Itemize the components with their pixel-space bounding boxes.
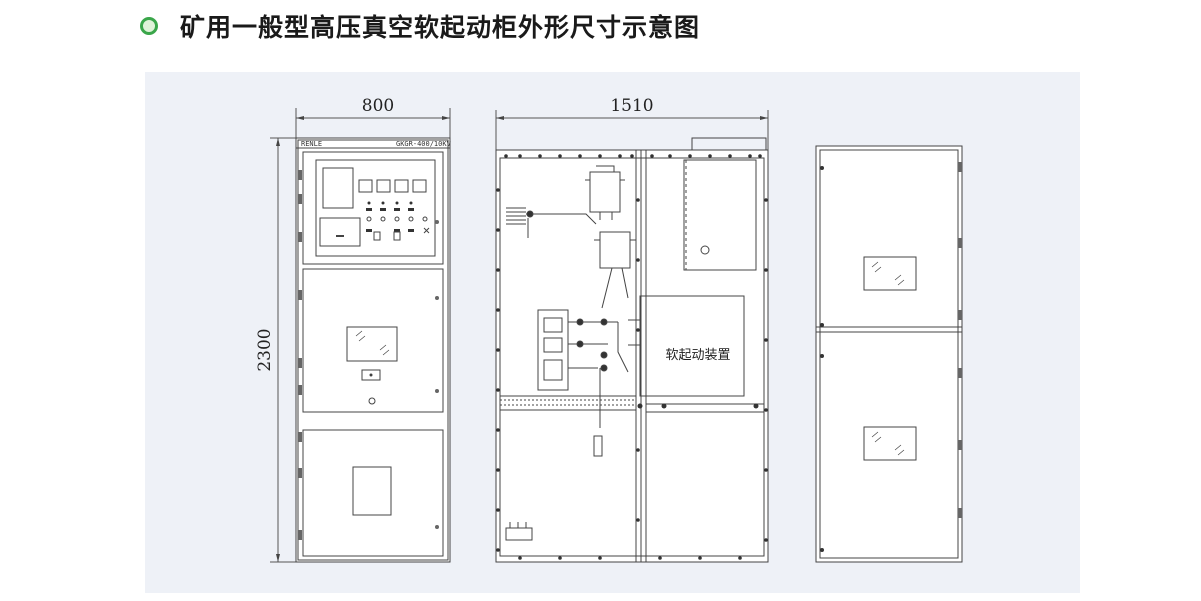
nameplate-model: GKGR-400/10KV <box>396 140 452 148</box>
bullet-icon <box>140 17 158 35</box>
front-width-label: 800 <box>362 96 394 116</box>
side-view: 1510 软起动装置 <box>495 96 769 563</box>
front-view: 800 2300 RENLE GKGR-400/10KV <box>255 96 452 563</box>
soft-starter-label: 软起动装置 <box>665 348 730 363</box>
page-title: 矿用一般型高压真空软起动柜外形尺寸示意图 <box>180 13 701 42</box>
side-width-label: 1510 <box>610 96 653 116</box>
rear-view <box>815 145 963 563</box>
nameplate-brand: RENLE <box>301 140 322 148</box>
height-label: 2300 <box>255 328 275 371</box>
title-row: 矿用一般型高压真空软起动柜外形尺寸示意图 <box>140 6 700 46</box>
